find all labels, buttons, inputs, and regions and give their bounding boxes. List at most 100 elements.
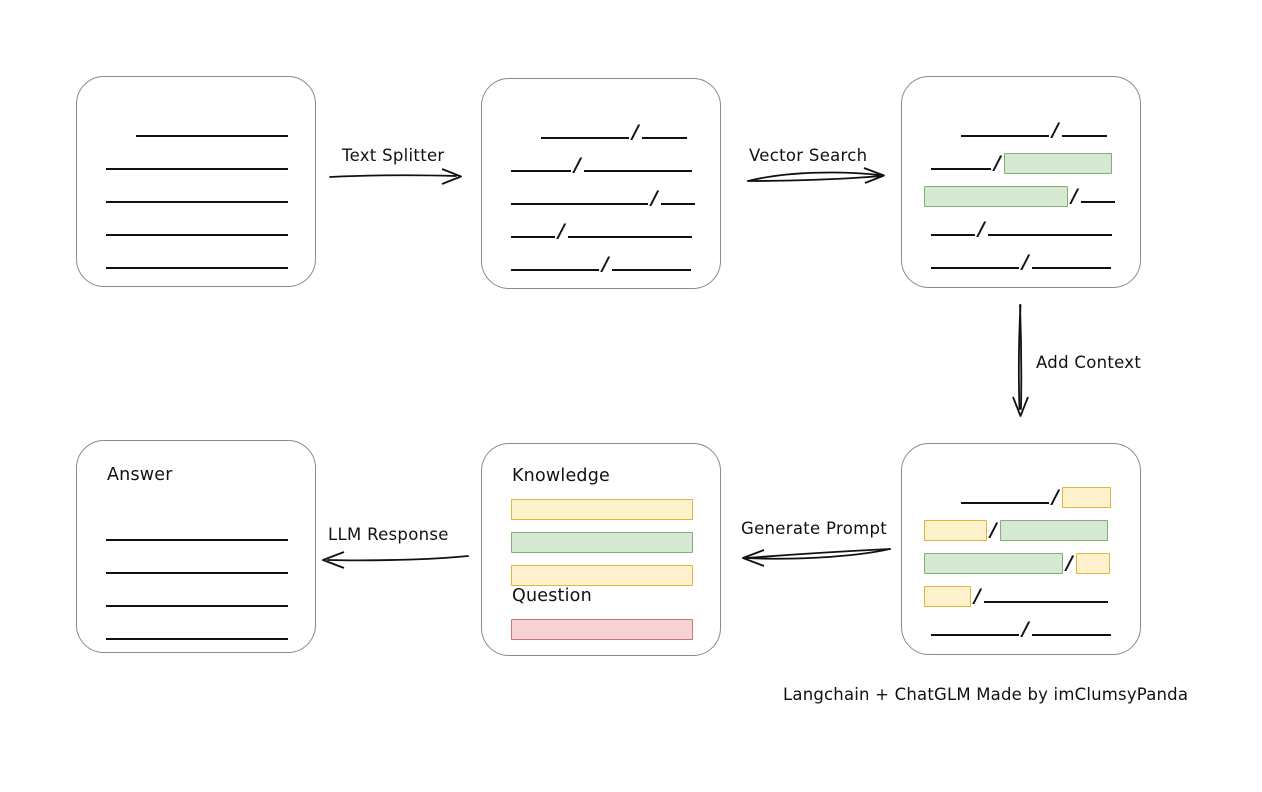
context-added-lines: / / / / / — [902, 444, 1140, 654]
document-row: / — [482, 148, 720, 176]
text-line — [106, 201, 288, 203]
highlight-bar-yellow — [924, 586, 971, 607]
text-line — [106, 605, 288, 607]
document-row — [77, 113, 315, 137]
knowledge-label: Knowledge — [512, 466, 610, 486]
highlight-bar-red — [511, 619, 693, 640]
document-row: / — [902, 579, 1140, 607]
chunk-separator-slash: / — [994, 152, 1001, 174]
chunk-separator-slash: / — [1022, 251, 1029, 273]
text-line — [931, 234, 975, 236]
text-line — [136, 135, 288, 137]
text-line — [106, 234, 288, 236]
vector-search-result-card[interactable]: / / / / / — [901, 76, 1141, 288]
text-line — [660, 203, 695, 205]
document-row: / — [482, 214, 720, 242]
text-line — [106, 638, 288, 640]
arrow-label-generate-prompt: Generate Prompt — [741, 519, 887, 538]
arrow-generate-prompt — [742, 548, 891, 567]
text-line — [511, 203, 648, 205]
arrow-add-context — [1012, 304, 1029, 417]
document-row — [77, 550, 315, 574]
chunk-separator-slash: / — [651, 187, 658, 209]
arrow-label-add-context: Add Context — [1036, 353, 1142, 372]
text-line — [983, 601, 1108, 603]
text-line — [106, 572, 288, 574]
document-row — [77, 517, 315, 541]
document-row: / — [902, 480, 1140, 508]
text-line — [511, 269, 599, 271]
highlight-bar-green — [511, 532, 693, 553]
split-chunks-lines: ///// — [482, 79, 720, 288]
generated-prompt-card[interactable]: Knowledge Question — [481, 443, 721, 656]
document-row: / — [902, 179, 1140, 207]
document-row: / — [482, 181, 720, 209]
document-row: / — [902, 146, 1140, 174]
chunk-separator-slash: / — [574, 154, 581, 176]
split-chunks-card[interactable]: ///// — [481, 78, 721, 289]
highlight-bar-green — [924, 186, 1068, 207]
document-row — [77, 146, 315, 170]
chunk-separator-slash: / — [1022, 618, 1029, 640]
document-row: / — [482, 247, 720, 275]
document-row — [77, 212, 315, 236]
chunk-separator-slash: / — [1071, 185, 1078, 207]
text-line — [987, 234, 1112, 236]
highlight-bar-yellow — [1075, 553, 1110, 574]
document-row: / — [902, 245, 1140, 273]
prompt-bar-row — [482, 558, 720, 586]
answer-label: Answer — [107, 465, 173, 485]
highlight-bar-yellow — [511, 499, 693, 520]
text-line — [1080, 201, 1115, 203]
arrow-label-vector-search: Vector Search — [749, 146, 868, 165]
text-line — [106, 267, 288, 269]
chunk-separator-slash: / — [1052, 119, 1059, 141]
arrow-label-text-splitter: Text Splitter — [342, 146, 445, 165]
footer-credit: Langchain + ChatGLM Made by imClumsyPand… — [783, 685, 1189, 704]
question-bars — [482, 444, 720, 655]
prompt-bar-row — [482, 525, 720, 553]
text-line — [641, 137, 687, 139]
chunk-separator-slash: / — [602, 253, 609, 275]
arrow-label-llm-response: LLM Response — [328, 525, 449, 544]
text-line — [1061, 135, 1107, 137]
text-line — [931, 168, 991, 170]
answer-card[interactable]: Answer — [76, 440, 316, 653]
text-line — [541, 137, 629, 139]
document-row: / — [902, 612, 1140, 640]
text-line — [961, 135, 1049, 137]
document-row: / — [902, 212, 1140, 240]
highlight-bar-green — [1003, 153, 1112, 174]
arrow-text-splitter — [329, 168, 462, 185]
prompt-bar-row — [482, 492, 720, 520]
highlight-bar-yellow — [1061, 487, 1111, 508]
arrow-llm-response — [322, 551, 469, 569]
chunk-separator-slash: / — [978, 218, 985, 240]
document-row — [77, 583, 315, 607]
prompt-bar-row — [482, 612, 720, 640]
answer-lines — [77, 441, 315, 652]
text-line — [567, 236, 692, 238]
text-line — [931, 267, 1019, 269]
context-added-card[interactable]: / / / / / — [901, 443, 1141, 655]
vector-search-result-lines: / / / / / — [902, 77, 1140, 287]
text-line — [931, 634, 1019, 636]
document-row — [77, 616, 315, 640]
text-line — [511, 170, 571, 172]
text-line — [511, 236, 555, 238]
document-row: / — [902, 513, 1140, 541]
text-line — [611, 269, 691, 271]
source-document-card[interactable] — [76, 76, 316, 287]
document-row — [77, 245, 315, 269]
arrow-vector-search — [747, 167, 885, 184]
text-line — [583, 170, 692, 172]
chunk-separator-slash: / — [558, 220, 565, 242]
highlight-bar-yellow — [511, 565, 693, 586]
source-document-lines — [77, 77, 315, 286]
chunk-separator-slash: / — [1066, 552, 1073, 574]
text-line — [1031, 634, 1111, 636]
question-label: Question — [512, 586, 592, 606]
text-line — [106, 168, 288, 170]
text-line — [106, 539, 288, 541]
